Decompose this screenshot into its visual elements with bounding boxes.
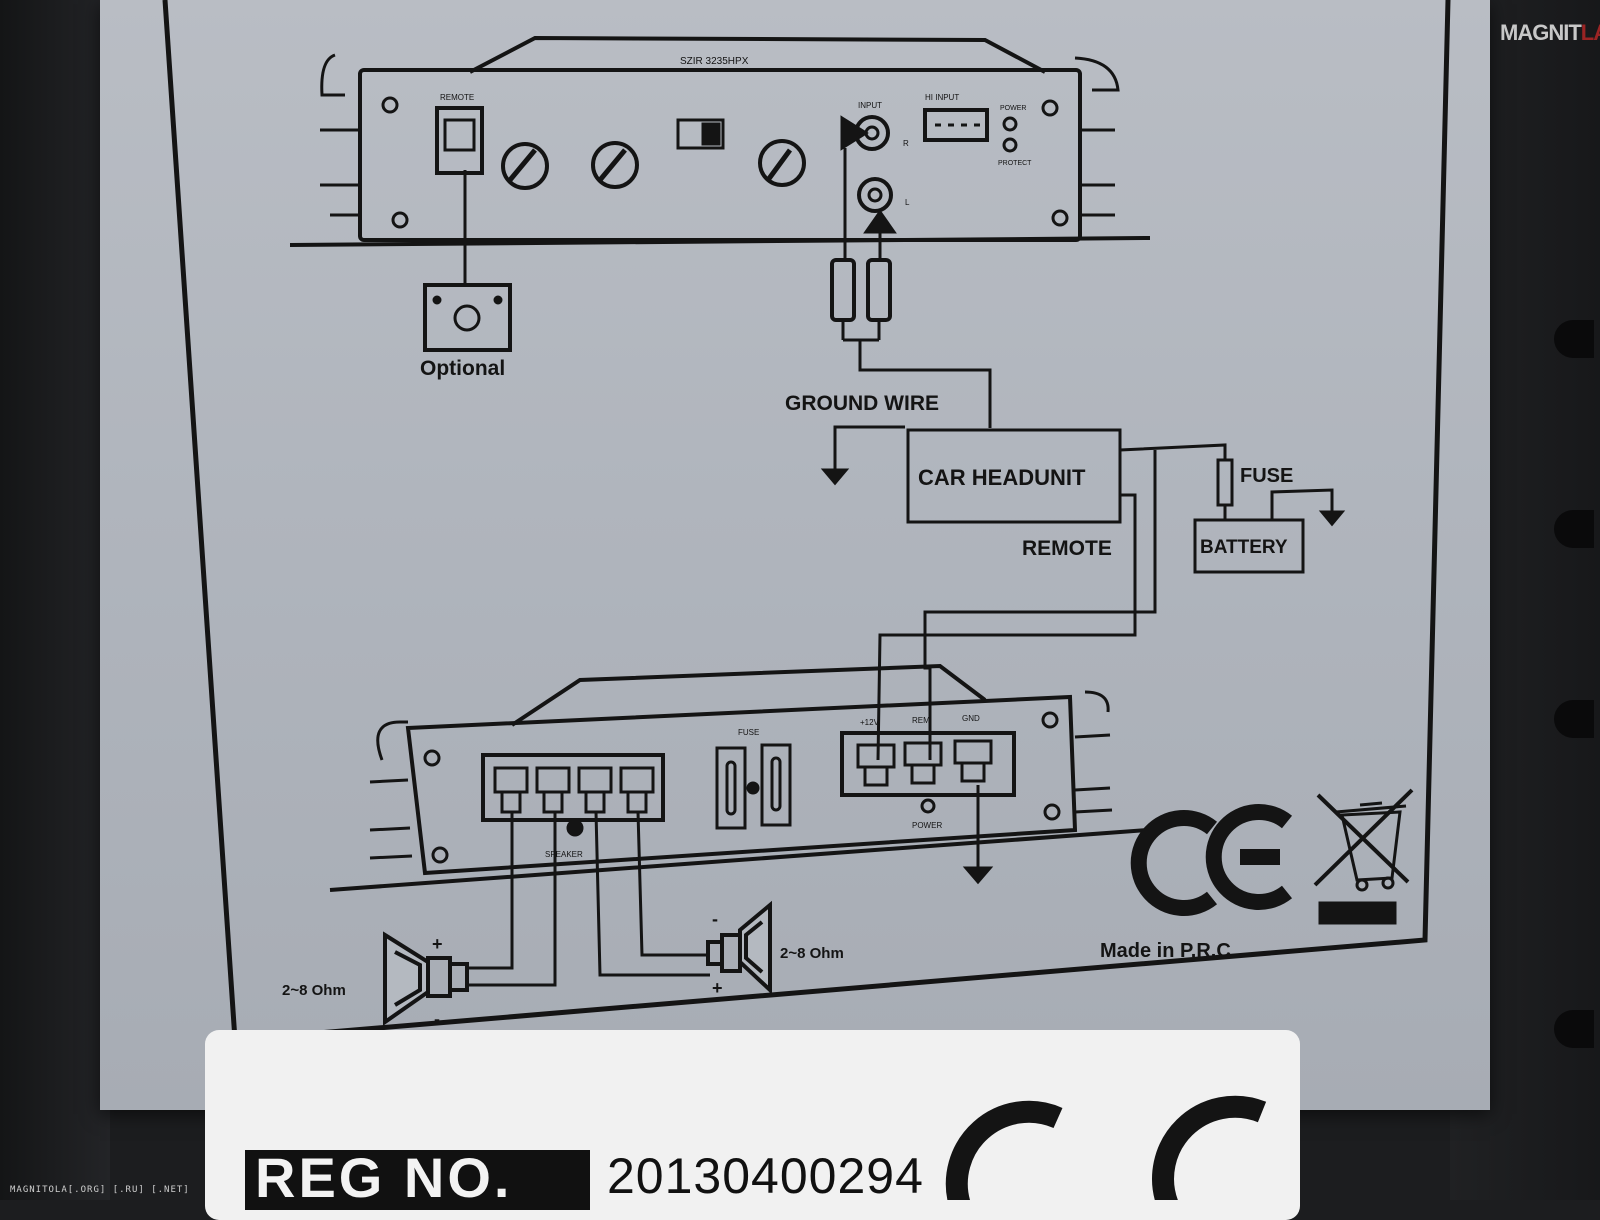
terminal-rem-label: REM bbox=[912, 716, 930, 725]
remote-wire bbox=[923, 450, 1157, 760]
gain-knob-level bbox=[591, 141, 639, 189]
made-in-label: Made in P.R.C. bbox=[1100, 940, 1236, 962]
vent-slot bbox=[1554, 510, 1594, 548]
speaker-left-impedance: 2~8 Ohm bbox=[282, 982, 346, 999]
watermark-logo: MAGNITLA bbox=[1500, 20, 1600, 46]
vent-slot bbox=[1554, 320, 1594, 358]
speaker-wire-left-neg bbox=[465, 812, 557, 987]
battery-ground-symbol bbox=[1318, 510, 1346, 527]
optional-label: Optional bbox=[420, 357, 505, 380]
remote-label: REMOTE bbox=[1022, 537, 1112, 560]
amp-fuse-label: FUSE bbox=[738, 728, 759, 737]
speaker-right-icon bbox=[706, 900, 772, 995]
remote-port bbox=[435, 106, 484, 175]
reg-label: REG NO. bbox=[255, 1146, 513, 1209]
power-led bbox=[1002, 116, 1018, 132]
bass-boost-knob bbox=[758, 139, 806, 187]
optional-remote-controller bbox=[423, 283, 512, 352]
rca-input-left bbox=[857, 177, 893, 213]
remote-port-label: REMOTE bbox=[440, 93, 474, 102]
speaker-right-minus: - bbox=[712, 909, 718, 929]
speaker-wire-right-neg bbox=[594, 811, 710, 977]
fuse-label: FUSE bbox=[1240, 465, 1293, 487]
speaker-wire-left-pos bbox=[465, 812, 514, 970]
sticker-ce-e bbox=[1152, 1095, 1267, 1200]
background-left-panel bbox=[0, 0, 110, 1200]
sticker-ce-c bbox=[945, 1100, 1063, 1200]
vent-slot bbox=[1554, 700, 1594, 738]
speaker-label: SPEAKER bbox=[545, 850, 583, 859]
power-indicator bbox=[920, 798, 936, 814]
diagram-frame bbox=[162, 0, 1451, 1043]
footer-watermark: MAGNITOLA[.ORG] [.RU] [.NET] bbox=[10, 1185, 190, 1195]
protect-led-label: PROTECT bbox=[998, 160, 1032, 167]
speaker-left-plus: + bbox=[432, 934, 443, 954]
watermark-brand-end: LA bbox=[1580, 20, 1600, 45]
weee-bin-icon bbox=[1313, 788, 1414, 925]
terminal-12v-label: +12V bbox=[860, 718, 880, 727]
ce-mark bbox=[1130, 804, 1293, 916]
power-12v-wire bbox=[876, 493, 1137, 761]
gain-knob-lpf bbox=[501, 142, 549, 190]
ground-symbol bbox=[820, 468, 850, 486]
ground-wire-label: GROUND WIRE bbox=[785, 392, 939, 415]
speaker-wire-right-pos bbox=[636, 811, 710, 957]
top-amplifier: SZIR 3235HPX REMOTE INPUT R L HI I bbox=[289, 35, 1151, 247]
input-label: INPUT bbox=[858, 101, 882, 110]
input-right-label: R bbox=[903, 139, 909, 148]
rca-cables bbox=[830, 148, 992, 428]
battery-label: BATTERY bbox=[1200, 537, 1288, 558]
battery-box bbox=[1193, 518, 1305, 574]
power-terminal-block bbox=[840, 731, 1016, 797]
reg-number: 20130400294 bbox=[607, 1148, 924, 1204]
hi-input-label: HI INPUT bbox=[925, 93, 959, 102]
terminal-gnd-label: GND bbox=[962, 714, 980, 723]
car-headunit-box bbox=[906, 428, 1122, 524]
speaker-right-plus: + bbox=[712, 978, 723, 998]
bottom-amplifier: SPEAKER FUSE +12V REM GND POWER bbox=[329, 663, 1149, 892]
amp-fuse-1 bbox=[715, 746, 747, 830]
car-headunit-label: CAR HEADUNIT bbox=[918, 465, 1086, 490]
crossover-switch bbox=[676, 118, 725, 150]
speaker-left-icon bbox=[383, 931, 469, 1026]
speaker-left-minus: - bbox=[434, 1009, 440, 1029]
speaker-right-impedance: 2~8 Ohm bbox=[780, 945, 844, 962]
vent-slot bbox=[1554, 1010, 1594, 1048]
amp-fuse-2 bbox=[760, 743, 792, 827]
ground-wire bbox=[833, 425, 905, 470]
input-left-label: L bbox=[905, 198, 910, 207]
top-amp-model: SZIR 3235HPX bbox=[680, 56, 749, 67]
hi-input-connector bbox=[923, 108, 989, 142]
amp-ground-symbol bbox=[962, 866, 994, 885]
watermark-brand: MAGNIT bbox=[1500, 20, 1582, 45]
protect-led bbox=[1002, 137, 1018, 153]
power-led-label: POWER bbox=[1000, 105, 1026, 112]
power-label: POWER bbox=[912, 821, 942, 830]
